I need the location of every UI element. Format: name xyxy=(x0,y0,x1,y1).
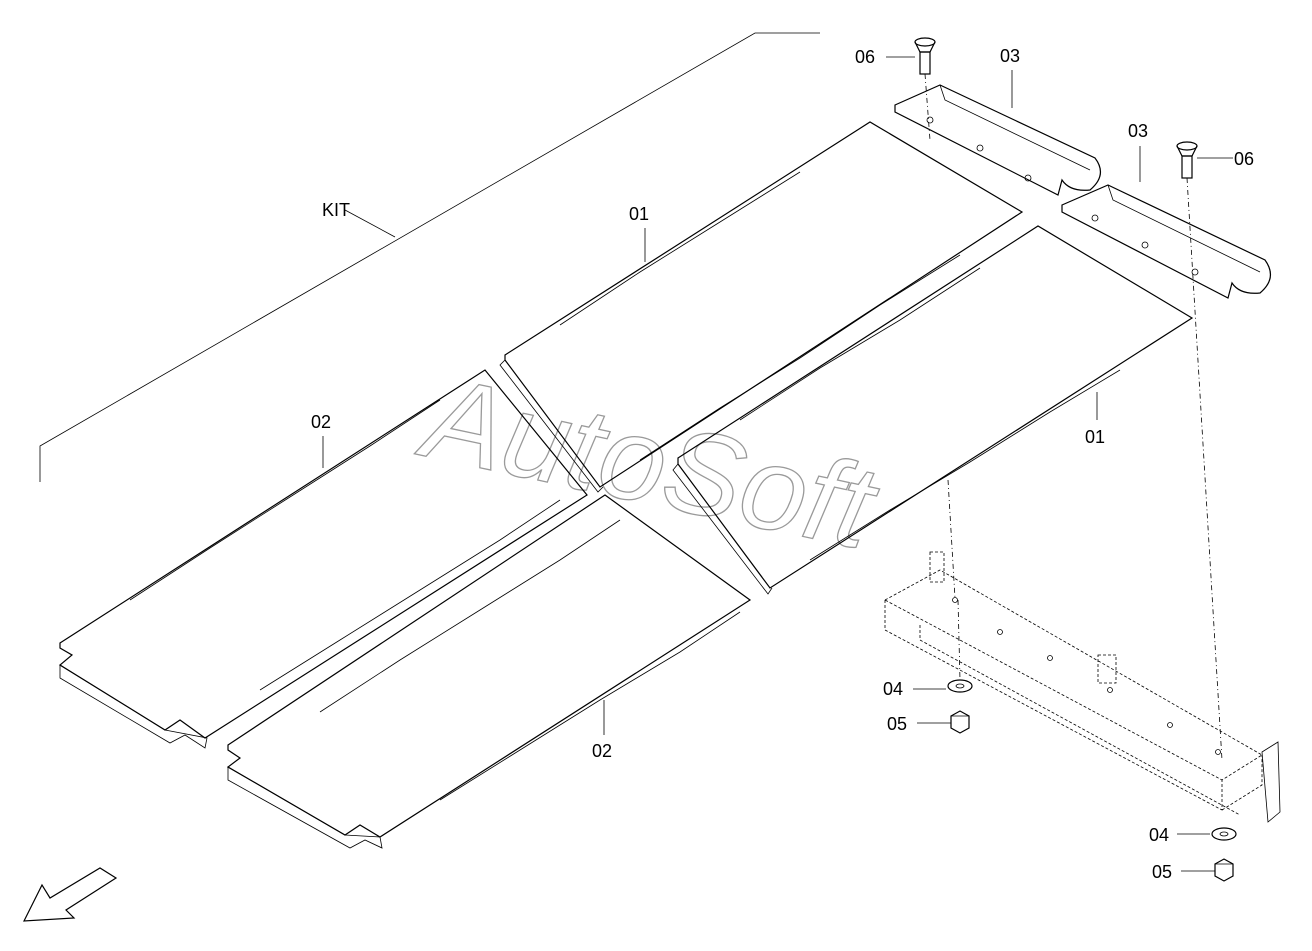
label-06-upper: 06 xyxy=(855,47,875,67)
panel-01-upper xyxy=(499,121,1024,493)
washer-04-lower xyxy=(1211,827,1237,841)
label-03-lower: 03 xyxy=(1128,121,1148,141)
label-06-lower: 06 xyxy=(1234,149,1254,169)
label-02-left: 02 xyxy=(311,412,331,432)
label-02-right: 02 xyxy=(592,741,612,761)
bracket-03-lower xyxy=(1061,184,1271,299)
leader-lines xyxy=(322,56,1233,872)
label-01-upper: 01 xyxy=(629,204,649,224)
label-04-lower: 04 xyxy=(1149,825,1169,845)
panel-02-left xyxy=(58,369,588,749)
washer-04-upper xyxy=(947,679,973,693)
label-05-lower: 05 xyxy=(1152,862,1172,882)
kit-bracket xyxy=(39,32,820,482)
bracket-03-upper xyxy=(894,84,1101,196)
screw-06-lower xyxy=(1176,141,1223,761)
label-03-upper: 03 xyxy=(1000,46,1020,66)
label-04-upper: 04 xyxy=(883,679,903,699)
label-05-upper: 05 xyxy=(887,714,907,734)
front-direction-arrow-icon xyxy=(22,867,118,922)
frame-rail xyxy=(884,479,1281,823)
panel-01-lower xyxy=(672,225,1194,595)
nut-05-lower xyxy=(1214,858,1234,882)
label-kit: KIT xyxy=(322,200,350,220)
watermark: AutoSoft xyxy=(409,350,889,575)
label-01-lower: 01 xyxy=(1085,427,1105,447)
nut-05-upper xyxy=(950,710,970,734)
screw-06-upper xyxy=(914,37,936,141)
panel-02-right xyxy=(226,494,752,849)
